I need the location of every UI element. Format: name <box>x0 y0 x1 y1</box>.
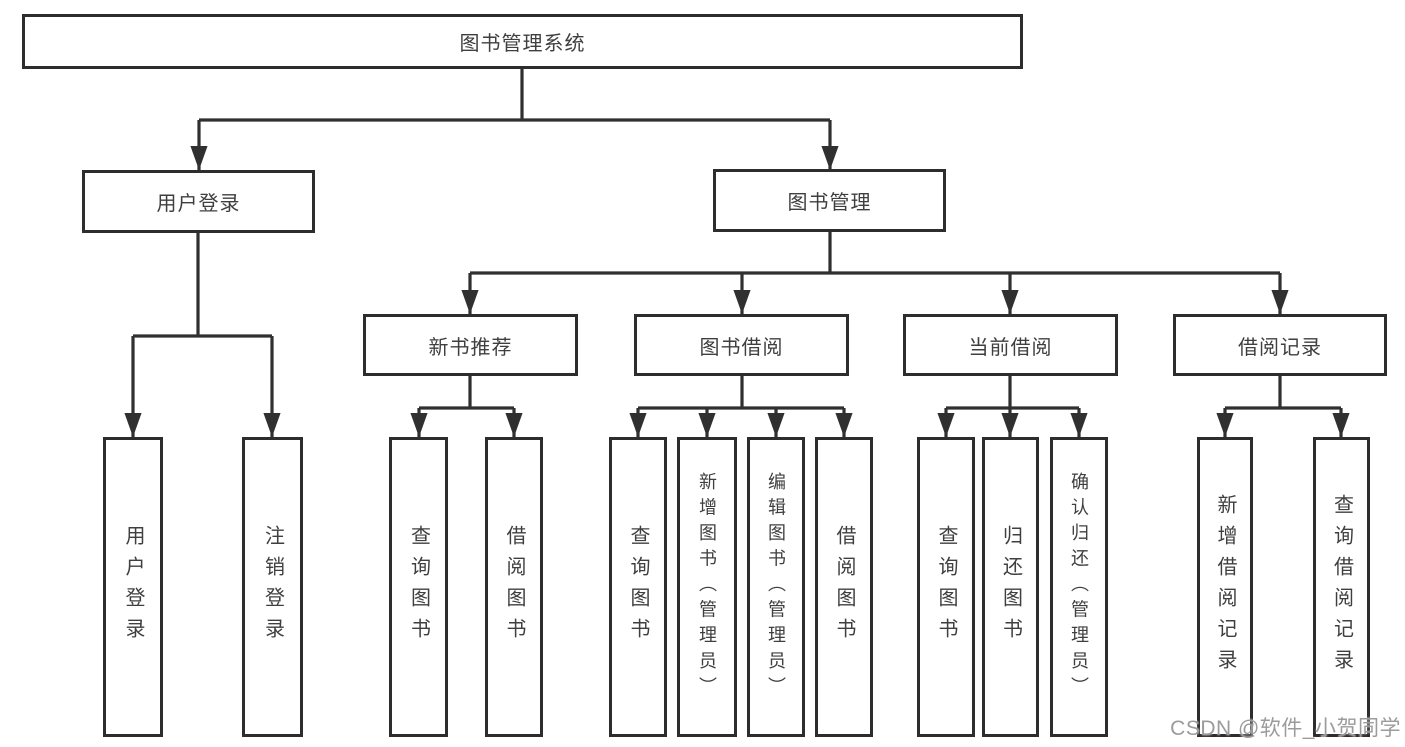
node-label: 图书管理 <box>787 192 872 214</box>
node-label: 图书借阅 <box>699 336 784 359</box>
node-label: 新书推荐 <box>428 336 513 359</box>
node-label: 查询图书 <box>407 525 430 649</box>
node-label: 借阅图书 <box>833 525 855 649</box>
leaf-confirm-return-admin: 确认归还（管理员） <box>1050 437 1108 737</box>
node-label: 借阅记录 <box>1238 336 1322 359</box>
node-label: 注销登录 <box>261 525 284 649</box>
leaf-query-books: 查询图书 <box>917 437 975 737</box>
node-borrowing-records: 借阅记录 <box>1173 314 1387 376</box>
leaf-edit-book-admin: 编辑图书（管理员） <box>747 437 805 737</box>
connector-trunk <box>133 68 1341 410</box>
node-user-login: 用户登录 <box>82 170 315 233</box>
node-label: 查询图书 <box>627 525 649 649</box>
leaf-borrow-books: 借阅图书 <box>815 437 873 737</box>
node-label: 借阅图书 <box>503 525 525 649</box>
node-library-management-system: 图书管理系统 <box>22 14 1023 69</box>
node-label: 新增借阅记录 <box>1214 494 1236 680</box>
node-label: 查询图书 <box>935 525 957 649</box>
node-label: 图书管理系统 <box>459 33 586 55</box>
node-label: 归还图书 <box>999 525 1022 649</box>
node-label: 编辑图书（管理员） <box>766 471 786 703</box>
leaf-query-borrow-record: 查询借阅记录 <box>1313 437 1370 737</box>
node-book-borrowing: 图书借阅 <box>634 314 849 376</box>
leaf-user-login: 用户登录 <box>103 437 163 737</box>
leaf-add-book-admin: 新增图书（管理员） <box>677 437 737 737</box>
leaf-borrow-books: 借阅图书 <box>485 437 543 737</box>
node-book-management: 图书管理 <box>713 169 946 232</box>
node-label: 用户登录 <box>122 525 144 649</box>
node-label: 当前借阅 <box>968 336 1053 359</box>
node-label: 新增图书（管理员） <box>697 471 717 703</box>
leaf-logout: 注销登录 <box>242 437 303 737</box>
node-label: 查询借阅记录 <box>1330 494 1353 680</box>
leaf-query-books: 查询图书 <box>389 437 448 737</box>
leaf-return-book: 归还图书 <box>982 437 1039 737</box>
leaf-add-borrow-record: 新增借阅记录 <box>1197 437 1253 737</box>
node-label: 确认归还（管理员） <box>1069 471 1089 703</box>
node-current-borrowing: 当前借阅 <box>903 314 1118 376</box>
node-label: 用户登录 <box>156 193 241 215</box>
watermark: CSDN @软件_小贺同学 <box>1170 717 1401 740</box>
node-new-book-recommendation: 新书推荐 <box>363 314 578 376</box>
leaf-query-books: 查询图书 <box>609 437 667 737</box>
